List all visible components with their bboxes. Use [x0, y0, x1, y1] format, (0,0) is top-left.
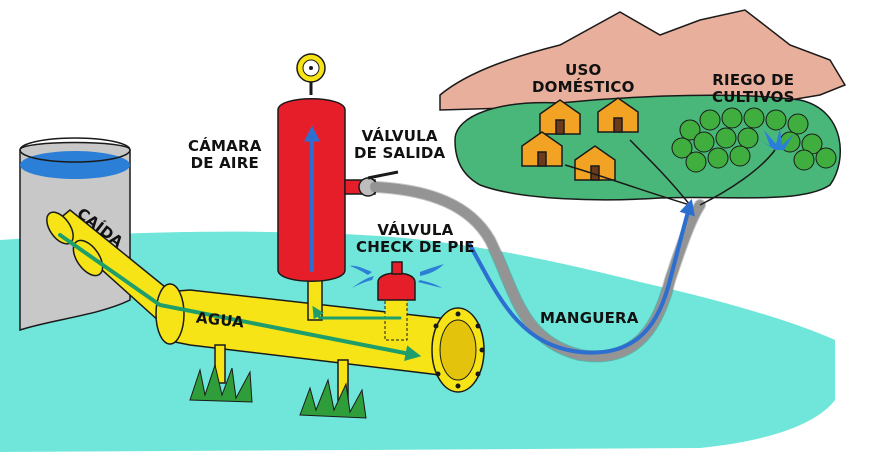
label-camara-line-2: DE AIRE [190, 154, 259, 172]
label-salida-line-1: VÁLVULA [361, 127, 438, 145]
outlet-valve [344, 170, 399, 197]
label-valvula-check: VÁLVULA CHECK DE PIE [356, 222, 475, 256]
label-camara-aire: CÁMARA DE AIRE [188, 138, 262, 172]
house-icon [521, 97, 639, 181]
grass-icon [189, 363, 367, 419]
flange-bolts [433, 311, 485, 389]
mountain [439, 9, 847, 111]
distribution-lines [564, 139, 776, 206]
label-manguera: MANGUERA [540, 310, 639, 327]
label-manguera-text: MANGUERA [540, 309, 639, 327]
label-valvula-salida: VÁLVULA DE SALIDA [354, 128, 445, 162]
label-check-line-1: VÁLVULA [377, 221, 454, 239]
sprinkler-splash-icon [760, 128, 794, 150]
pressure-gauge-icon [296, 53, 326, 83]
label-camara-line-1: CÁMARA [188, 137, 262, 155]
water-splash-icon [350, 264, 444, 288]
label-uso-line-2: DOMÉSTICO [532, 78, 635, 96]
tree-icon [671, 107, 837, 173]
label-riego-line-2: CULTIVOS [712, 88, 795, 106]
check-valve [377, 261, 416, 341]
flow-arrows [58, 125, 695, 362]
label-riego-cultivos: RIEGO DE CULTIVOS [712, 72, 795, 106]
label-salida-line-2: DE SALIDA [354, 144, 446, 162]
label-check-line-2: CHECK DE PIE [356, 238, 475, 256]
label-uso-domestico: USO DOMÉSTICO [532, 62, 635, 96]
label-riego-line-1: RIEGO DE [712, 71, 795, 89]
label-uso-line-1: USO [565, 61, 602, 79]
tank-water-surface [20, 151, 130, 179]
